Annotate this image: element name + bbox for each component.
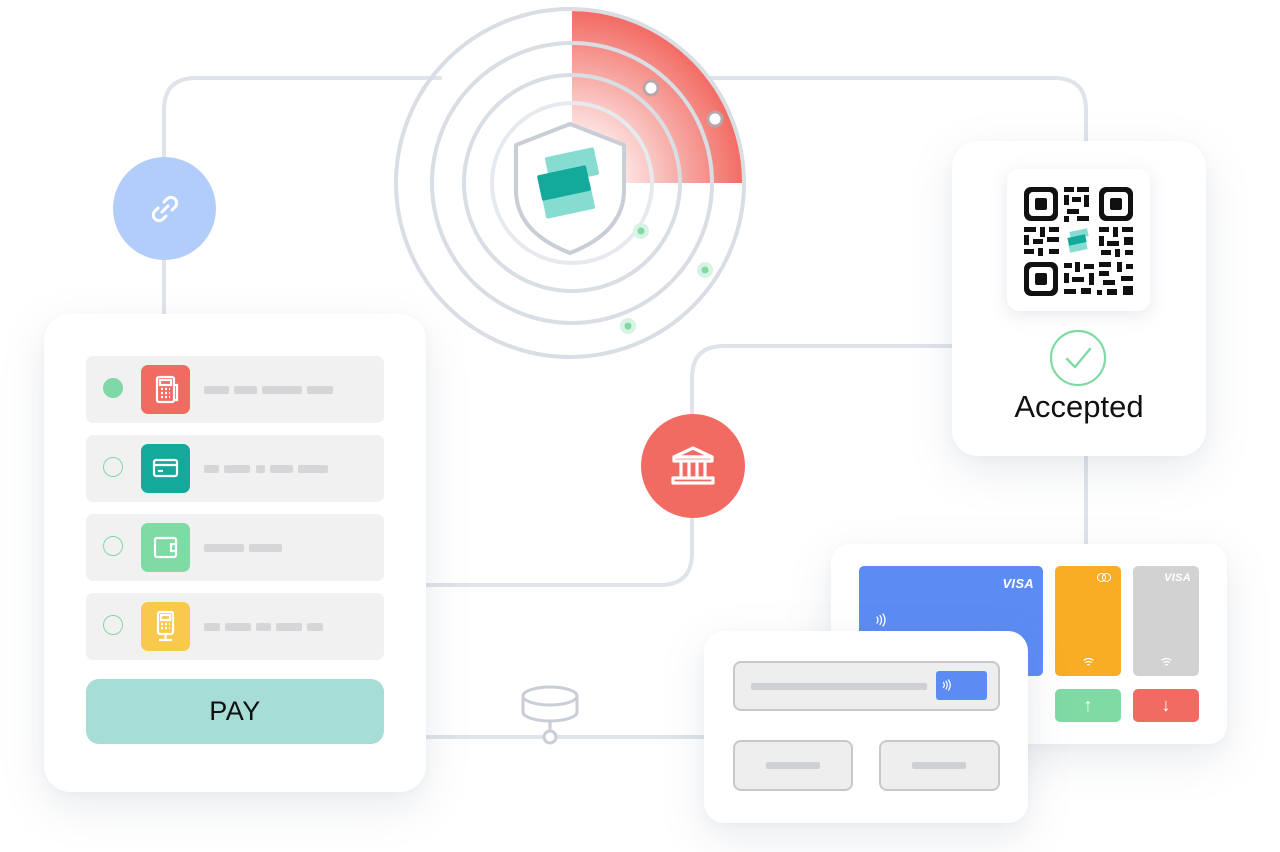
radio-unselected[interactable]	[103, 536, 123, 556]
arrow-down-icon: ↓	[1161, 695, 1171, 715]
payment-option-wallet[interactable]	[86, 514, 384, 581]
shield-logo-icon	[514, 122, 626, 255]
arrow-down-button[interactable]: ↓	[1133, 689, 1199, 722]
contactless-icon	[1083, 658, 1094, 666]
card-brand: VISA	[1002, 576, 1034, 591]
payment-option-card[interactable]	[86, 435, 384, 502]
cvv-field[interactable]	[879, 740, 1000, 791]
link-node	[113, 157, 216, 260]
checkmark-icon	[1049, 329, 1107, 387]
qr-code[interactable]	[1007, 169, 1150, 311]
radio-unselected[interactable]	[103, 615, 123, 635]
mastercard-icon	[1097, 573, 1111, 582]
accepted-status-label: Accepted	[1014, 389, 1144, 424]
payment-option-kiosk[interactable]	[86, 593, 384, 660]
visa-card-grey[interactable]: VISA	[1133, 566, 1199, 676]
radio-selected[interactable]	[103, 378, 123, 398]
radar-blips	[620, 79, 724, 334]
bank-node	[641, 414, 745, 518]
card-orange[interactable]	[1055, 566, 1121, 676]
terminal-form-card	[704, 631, 1028, 823]
radio-unselected[interactable]	[103, 457, 123, 477]
link-icon	[151, 195, 178, 222]
expiry-field[interactable]	[733, 740, 853, 791]
pay-button[interactable]: PAY	[86, 679, 384, 744]
contactless-icon	[942, 679, 951, 691]
wallet-icon	[141, 523, 190, 572]
arrow-up-button[interactable]: ↑	[1055, 689, 1121, 722]
kiosk-icon	[141, 602, 190, 651]
qr-accepted-card: Accepted	[952, 141, 1206, 456]
bank-icon	[671, 446, 715, 485]
payment-option-pos[interactable]	[86, 356, 384, 423]
database-icon	[521, 685, 579, 745]
card-brand: VISA	[1164, 572, 1191, 584]
arrow-up-icon: ↑	[1083, 695, 1093, 715]
payment-method-card: PAY	[44, 314, 426, 792]
contactless-icon	[876, 613, 886, 627]
contactless-pay-button[interactable]	[936, 671, 987, 700]
credit-card-icon	[141, 444, 190, 493]
qr-code-icon	[1024, 187, 1133, 296]
card-number-field[interactable]	[733, 661, 1000, 711]
contactless-icon	[1161, 658, 1172, 666]
pos-terminal-icon	[141, 365, 190, 414]
